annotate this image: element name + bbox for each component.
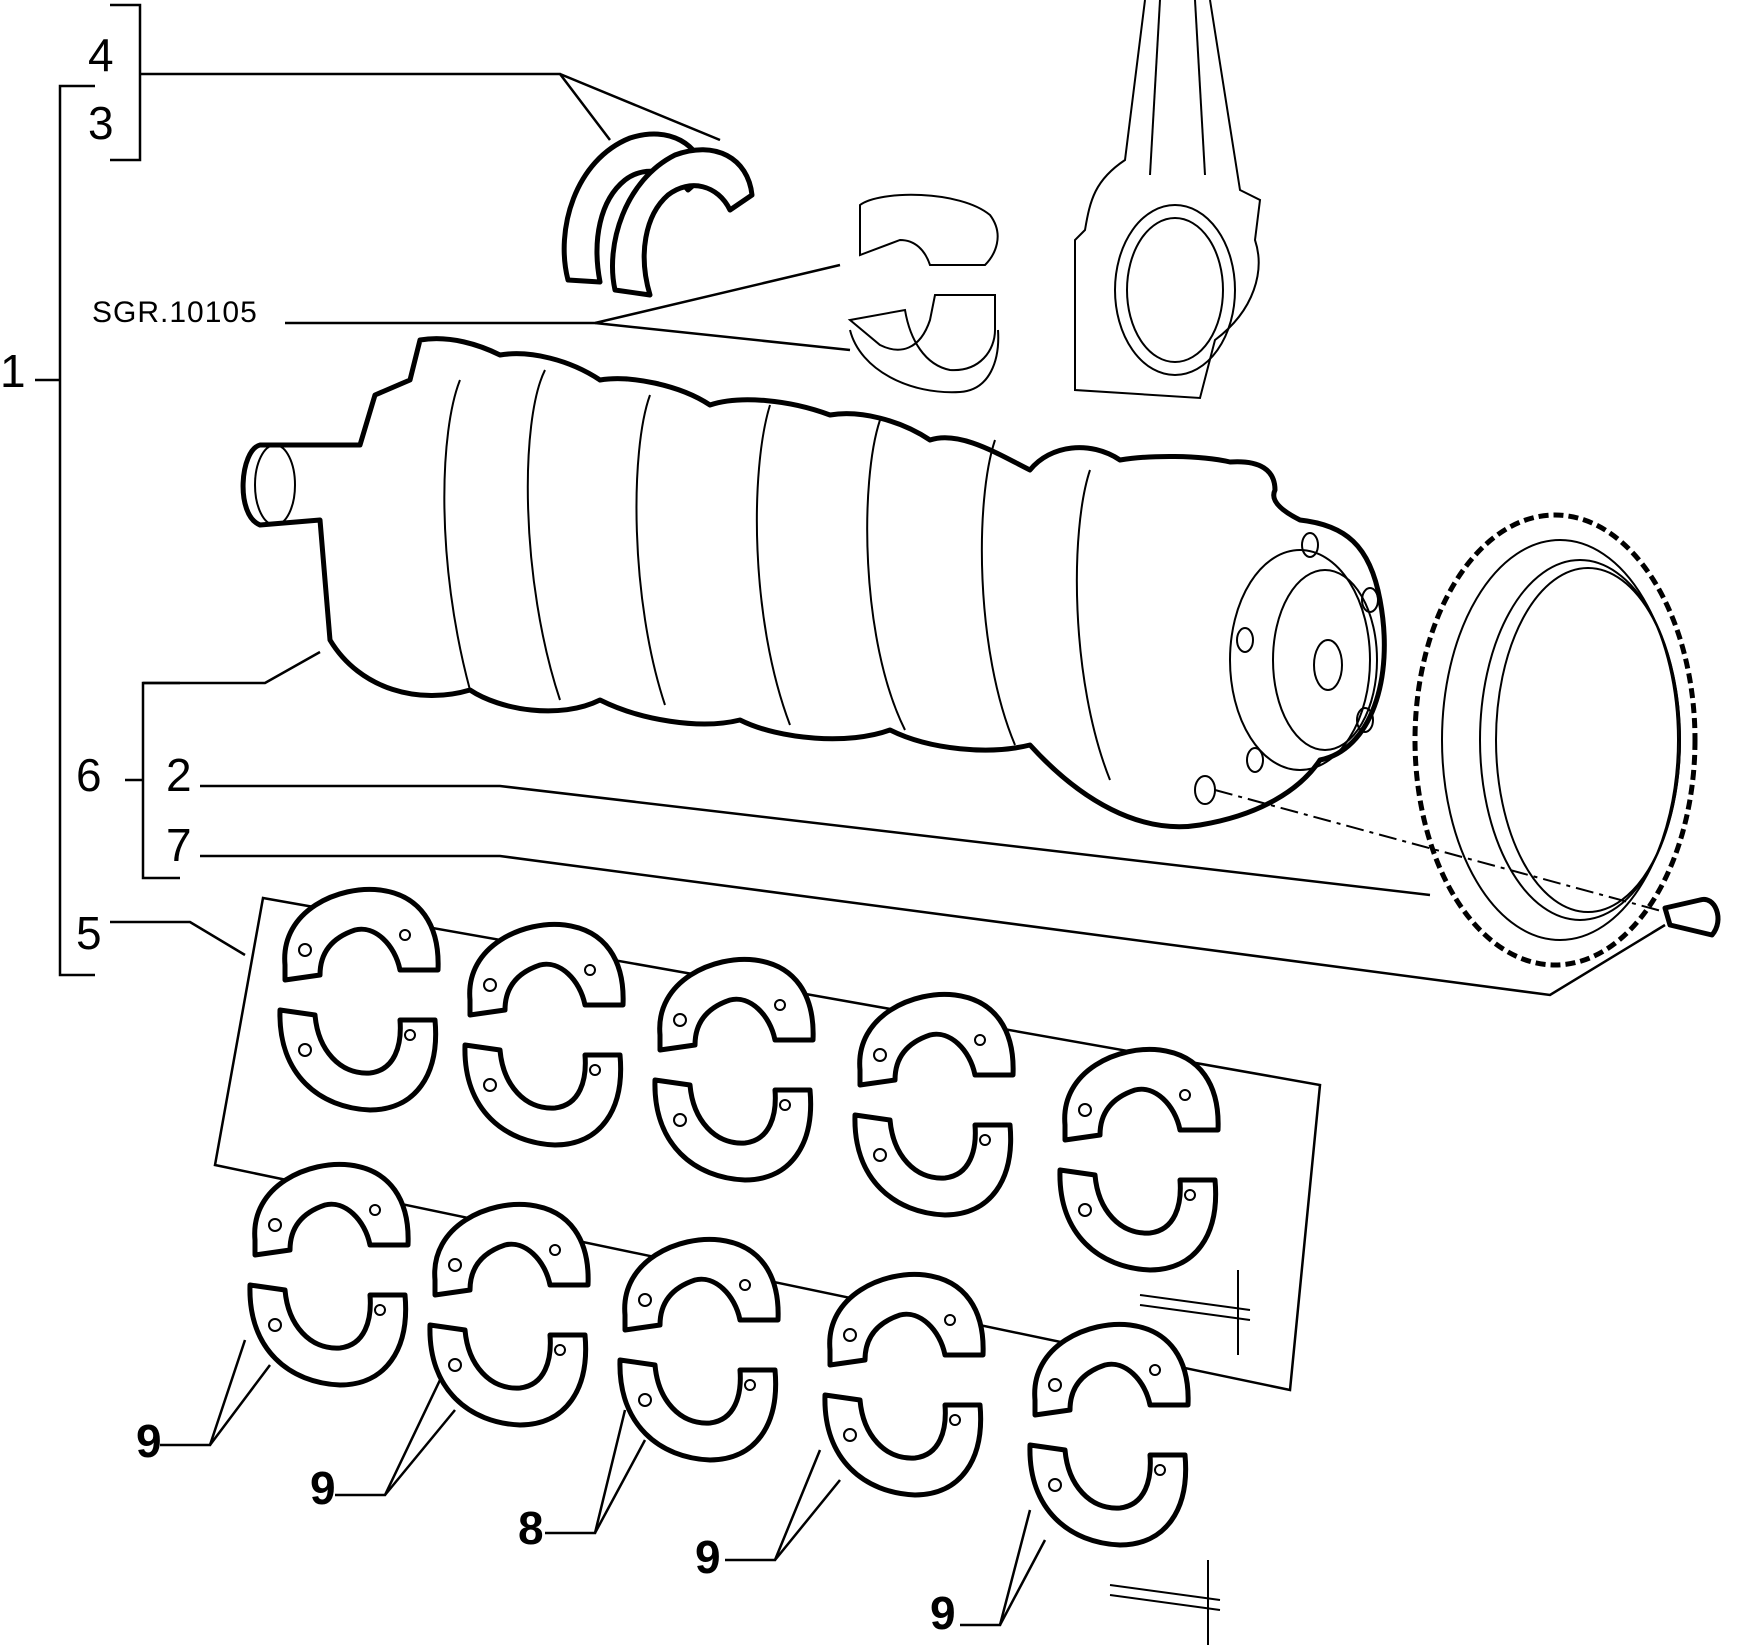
label-3: 3 (88, 97, 114, 149)
thrust-washers (561, 131, 755, 298)
rod-bearing-shells (847, 193, 1000, 394)
bearing-shell-pair-9 (822, 1271, 986, 1498)
label-5: 5 (76, 907, 102, 959)
bearing-shell-pair-4 (852, 991, 1016, 1218)
bearing-shell-pair-6 (247, 1161, 411, 1388)
label-9-a: 9 (136, 1415, 162, 1467)
bearing-shell-pair-8 (617, 1236, 781, 1463)
label-4: 4 (88, 29, 114, 81)
label-1: 1 (0, 345, 26, 397)
bearing-shells (247, 886, 1221, 1548)
label-2: 2 (166, 749, 192, 801)
bracket-6 (125, 650, 321, 880)
bearing-shell-pair-2 (462, 921, 626, 1148)
label-9-b: 9 (310, 1462, 336, 1514)
flywheel-bolt (1214, 789, 1721, 938)
bracket-3-4 (110, 3, 721, 162)
bearing-pair-leaders (160, 1339, 1047, 1627)
label-6: 6 (76, 749, 102, 801)
label-9-d: 9 (930, 1587, 956, 1639)
assembly-bracket-1 (35, 84, 95, 977)
leader-lines (110, 263, 1666, 997)
ring-gear (1412, 512, 1698, 968)
label-8: 8 (518, 1502, 544, 1554)
label-9-c: 9 (695, 1531, 721, 1583)
connecting-rod (1074, 0, 1262, 400)
label-7: 7 (166, 819, 192, 871)
bearing-shell-pair-1 (277, 886, 441, 1113)
thickness-arrows (1109, 1270, 1251, 1645)
label-rod-bearing-code: SGR.10105 (92, 296, 258, 329)
crankshaft (240, 336, 1387, 830)
bearing-shell-pair-10 (1027, 1321, 1191, 1548)
bearing-shell-pair-3 (652, 956, 816, 1183)
bearing-shell-pair-5 (1057, 1046, 1221, 1273)
bearing-shell-pair-7 (427, 1201, 591, 1428)
